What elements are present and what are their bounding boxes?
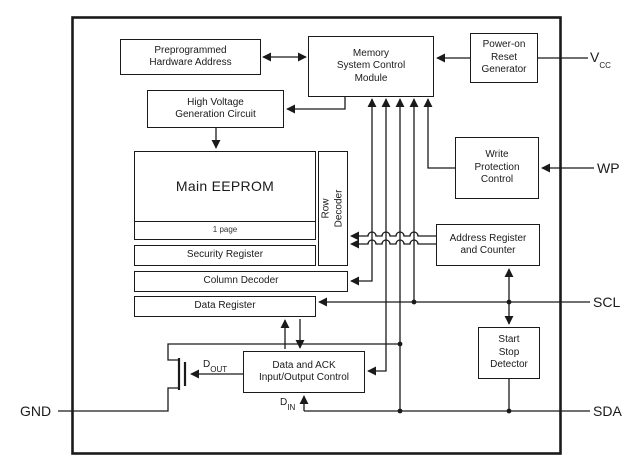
junction-dot <box>411 299 417 305</box>
block-main-eeprom: Main EEPROM 1 page <box>134 151 316 240</box>
pin-vcc-subscript: CC <box>599 60 611 70</box>
pin-label-wp: WP <box>597 160 620 176</box>
block-power-on-reset: Power-on Reset Generator <box>470 33 538 83</box>
block-row-decoder: Row Decoder <box>318 151 348 266</box>
pin-wp-text: WP <box>597 160 620 176</box>
signal-label-din: DIN <box>279 397 297 412</box>
signal-label-dout: DOUT <box>202 359 229 374</box>
pin-scl-text: SCL <box>593 294 621 310</box>
signal-din-subscript: IN <box>287 403 296 412</box>
block-start-stop-detector: Start Stop Detector <box>478 327 540 379</box>
pin-vcc-text: V <box>590 49 600 65</box>
bus-addr-rowdecoder-2 <box>350 239 436 249</box>
junction-dots <box>397 299 512 414</box>
block-address-register-counter: Address Register and Counter <box>436 224 540 266</box>
pin-label-vcc: VCC <box>590 49 611 70</box>
block-column-decoder: Column Decoder <box>134 271 348 292</box>
signal-din-text: D <box>280 397 288 408</box>
block-preprogrammed-hardware-address: Preprogrammed Hardware Address <box>120 39 261 75</box>
block-security-register: Security Register <box>134 245 316 266</box>
junction-dot <box>397 408 403 414</box>
block-memory-system-control: Memory System Control Module <box>308 36 434 97</box>
junction-dot <box>506 299 512 305</box>
wire-memory-highvoltage <box>286 97 346 114</box>
block-preprogrammed-hardware-address-label: Preprogrammed Hardware Address <box>149 44 232 69</box>
pin-sda-text: SDA <box>593 403 622 419</box>
wire-drain-sda <box>167 343 400 361</box>
signal-dout-text: D <box>203 359 211 370</box>
block-high-voltage-generation-label: High Voltage Generation Circuit <box>175 96 256 121</box>
block-main-eeprom-label: Main EEPROM <box>175 178 275 195</box>
bus-addr-rowdecoder-1 <box>350 231 436 241</box>
block-data-ack-io-control: Data and ACK Input/Output Control <box>243 351 365 393</box>
block-data-register: Data Register <box>134 296 316 317</box>
junction-dot <box>397 341 403 347</box>
block-memory-system-control-label: Memory System Control Module <box>336 47 406 84</box>
wire-gnd <box>58 387 179 412</box>
block-row-decoder-label: Row Decoder <box>320 189 345 228</box>
wire-writeprotect-memory <box>423 98 455 169</box>
pin-gnd-text: GND <box>20 403 52 419</box>
block-address-register-counter-label: Address Register and Counter <box>449 232 527 257</box>
junction-dot <box>506 408 512 414</box>
block-data-ack-io-control-label: Data and ACK Input/Output Control <box>258 359 350 384</box>
pin-label-scl: SCL <box>593 294 620 310</box>
block-main-eeprom-page-strip: 1 page <box>135 221 315 239</box>
bus-memory-dataack <box>367 98 391 376</box>
pin-label-gnd: GND <box>20 403 51 419</box>
block-data-register-label: Data Register <box>194 300 256 312</box>
block-write-protection-control: Write Protection Control <box>455 137 539 199</box>
chip-border <box>71 16 562 455</box>
block-write-protection-control-label: Write Protection Control <box>474 149 520 186</box>
block-power-on-reset-label: Power-on Reset Generator <box>481 39 527 76</box>
signal-dout-subscript: OUT <box>210 365 228 374</box>
bus-memory-column-decoder <box>350 98 377 286</box>
block-high-voltage-generation: High Voltage Generation Circuit <box>147 90 284 128</box>
block-security-register-label: Security Register <box>186 249 264 261</box>
block-column-decoder-label: Column Decoder <box>203 275 279 287</box>
pin-label-sda: SDA <box>593 403 622 419</box>
block-start-stop-detector-label: Start Stop Detector <box>490 334 528 371</box>
